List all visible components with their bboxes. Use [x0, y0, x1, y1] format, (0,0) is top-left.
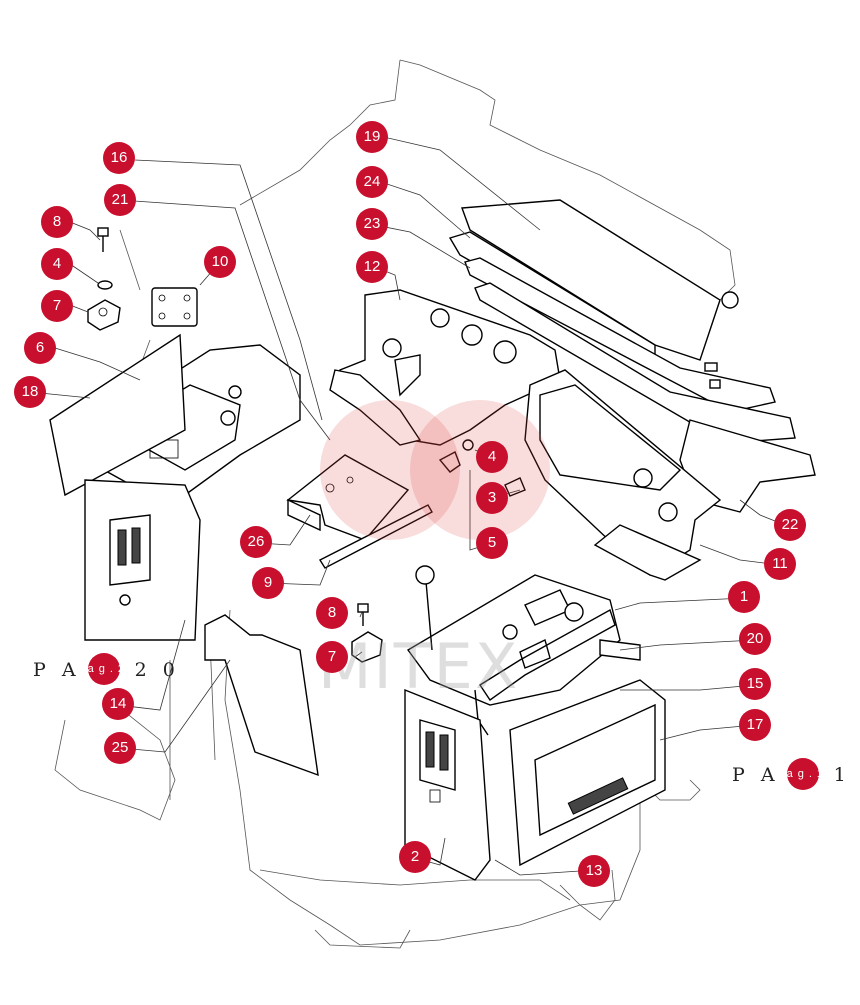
- part-panel-14: [84, 479, 201, 641]
- callout-23[interactable]: 23: [356, 208, 388, 240]
- part-screw-8-bottom: [357, 603, 369, 626]
- callout-18[interactable]: 18: [14, 376, 46, 408]
- part-plate-10: [151, 287, 198, 327]
- callout-1[interactable]: 1: [728, 581, 760, 613]
- part-box-11: [524, 369, 722, 581]
- callout-13[interactable]: 13: [578, 855, 610, 887]
- callout-25[interactable]: 25: [104, 732, 136, 764]
- page-ref-prefix: P A: [732, 764, 780, 786]
- part-washer-4-top: [97, 280, 113, 290]
- callout-7-bottom[interactable]: 7: [316, 641, 348, 673]
- callout-8[interactable]: 8: [41, 206, 73, 238]
- background-logo: [320, 400, 550, 540]
- callout-2[interactable]: 2: [399, 841, 431, 873]
- callout-4[interactable]: 4: [41, 248, 73, 280]
- callout-20[interactable]: 20: [739, 623, 771, 655]
- callout-10[interactable]: 10: [204, 246, 236, 278]
- part-panel-24-23: [464, 257, 816, 513]
- page-ref-suffix: 1: [833, 764, 851, 786]
- callout-24[interactable]: 24: [356, 166, 388, 198]
- part-block-7-bottom: [351, 631, 383, 663]
- part-console-1: [406, 565, 621, 706]
- callout-5[interactable]: 5: [476, 527, 508, 559]
- callout-7[interactable]: 7: [41, 290, 73, 322]
- page-ref-badge[interactable]: ag.2: [87, 653, 124, 685]
- part-panel-2: [404, 688, 491, 881]
- callout-8-bottom[interactable]: 8: [316, 597, 348, 629]
- callout-11[interactable]: 11: [764, 548, 796, 580]
- leader-lines: [29, 134, 791, 876]
- callout-19[interactable]: 19: [356, 121, 388, 153]
- callout-3[interactable]: 3: [476, 482, 508, 514]
- part-dash-12: [329, 289, 561, 446]
- callout-17[interactable]: 17: [739, 709, 771, 741]
- callout-14[interactable]: 14: [102, 688, 134, 720]
- page-ref-suffix: 2 0: [134, 659, 180, 681]
- callout-12[interactable]: 12: [356, 251, 388, 283]
- page-ref-prefix: P A: [33, 659, 81, 681]
- part-strip-9: [319, 504, 433, 569]
- page-ref-badge[interactable]: ag.1: [786, 758, 823, 790]
- callout-22[interactable]: 22: [774, 509, 806, 541]
- callout-6[interactable]: 6: [24, 332, 56, 364]
- callout-4-center[interactable]: 4: [476, 441, 508, 473]
- page-ref-label-a[interactable]: P A ag.2 2 0: [33, 653, 180, 687]
- part-screw-8-top: [97, 227, 109, 252]
- callout-26[interactable]: 26: [240, 526, 272, 558]
- part-block-7-top: [87, 299, 121, 331]
- watermark: MITEX: [318, 630, 520, 703]
- callout-15[interactable]: 15: [739, 668, 771, 700]
- callout-21[interactable]: 21: [104, 184, 136, 216]
- callout-16[interactable]: 16: [103, 142, 135, 174]
- part-panel-25: [204, 614, 319, 777]
- page-ref-label-b[interactable]: P A ag.1 1: [732, 758, 851, 792]
- part-box-17: [509, 679, 666, 867]
- part-screws: [438, 439, 526, 497]
- callout-9[interactable]: 9: [252, 567, 284, 599]
- part-panel-18: [49, 333, 186, 497]
